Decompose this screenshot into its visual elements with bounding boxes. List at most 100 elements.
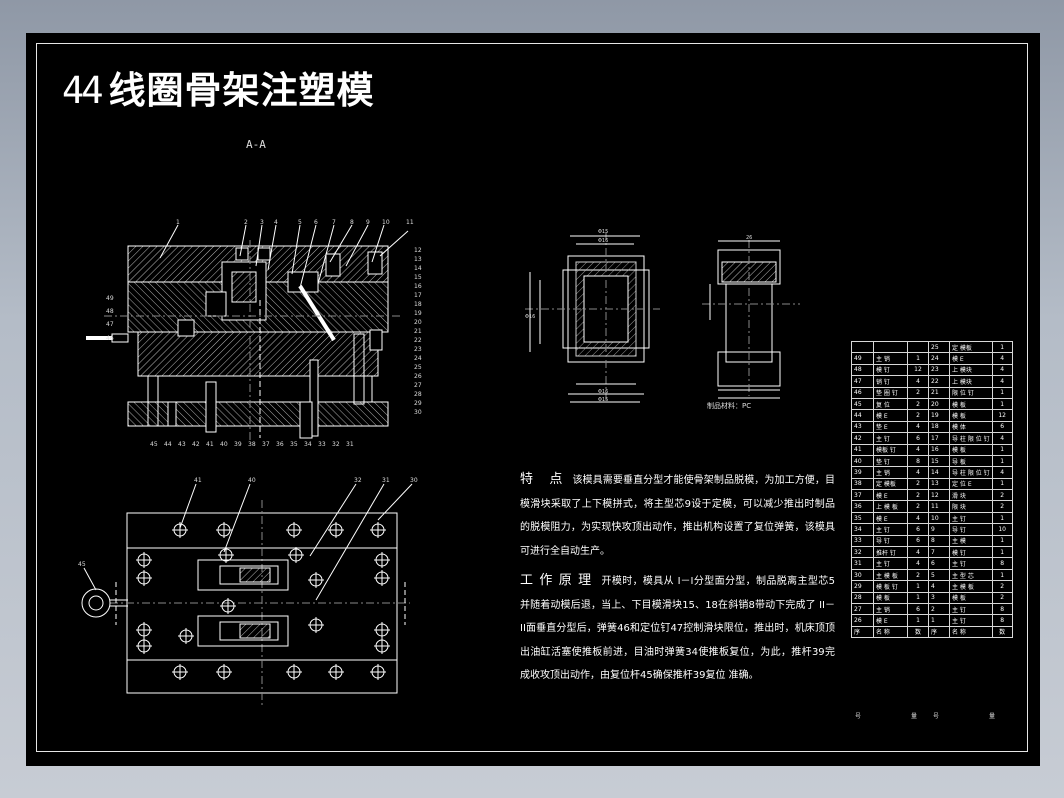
bom-cell: 模 板	[949, 397, 993, 411]
bom-cell: 主 钉	[873, 557, 908, 570]
bom-cell: 限 位 钉	[949, 386, 993, 399]
callout-right: 27	[414, 382, 422, 389]
dim-side: Φ16	[525, 314, 535, 320]
callout-right: 22	[414, 337, 422, 344]
bom-cell: 1	[928, 614, 950, 627]
bom-cell: 48	[851, 363, 874, 377]
bom-cell: 1	[991, 511, 1013, 525]
bom-cell: 1	[907, 614, 929, 627]
bom-cell: 23	[928, 363, 950, 377]
part-material: 制品材料：PC	[707, 402, 752, 410]
callout-bottom: 32	[332, 441, 340, 448]
bom-cell: 17	[928, 432, 950, 445]
bom-cell: 13	[928, 477, 950, 491]
part-front-view	[525, 232, 660, 403]
bom-cell: 主 销	[873, 602, 908, 616]
callout-right: 13	[414, 256, 422, 263]
bom-cell: 上 模块	[949, 375, 993, 388]
callout-top: 4	[274, 219, 278, 226]
bom-cell: 4	[907, 546, 929, 559]
bom-cell: 22	[928, 375, 950, 388]
bom-cell: 8	[991, 602, 1013, 616]
bom-cell: 2	[928, 602, 950, 616]
bom-cell: 1	[991, 534, 1013, 548]
bom-cell: 37	[851, 489, 874, 502]
bom-cell: 主 钉	[949, 511, 993, 525]
bom-cell: 36	[851, 500, 874, 513]
plan-holes	[136, 522, 390, 680]
bom-cell: 垫 E	[873, 420, 908, 434]
bom-cell: 32	[851, 546, 874, 559]
title-number: 44	[62, 69, 104, 112]
bom-cell: 4	[928, 580, 950, 593]
design-notes: 特 点该模具需要垂直分型才能使骨架制品脱模，为加工方便，目模滑块采取了上下模拼式…	[520, 468, 835, 688]
callout-top: 9	[366, 219, 370, 226]
bom-cell: 主 钉	[873, 432, 908, 445]
callout-bottom: 46	[106, 335, 114, 342]
bom-cell: 4	[907, 557, 929, 570]
features-text: 该模具需要垂直分型才能使骨架制品脱模，为加工方便，目模滑块采取了上下模拼式，将主…	[520, 475, 836, 557]
callout-right: 23	[414, 346, 422, 353]
plan-callout-left: 45	[78, 561, 86, 568]
bom-cell: 10	[991, 523, 1013, 536]
bom-cell: 定 模板	[949, 340, 993, 354]
callout-bottom: 37	[262, 441, 270, 448]
part-dimensions: Φ15 Φ16 Φ16 26 Φ16 Φ15	[525, 229, 752, 403]
bom-cell: 序	[851, 625, 874, 639]
bom-cell: 导 柱 限 位 钉	[949, 432, 993, 445]
bom-cell: 6	[907, 432, 929, 445]
callout-right: 12	[414, 247, 422, 254]
bom-cell: 11	[928, 500, 950, 513]
callout-right: 19	[414, 310, 422, 317]
bom-cell: 34	[851, 523, 874, 536]
bom-cell: 4	[991, 375, 1013, 388]
bom-cell: 5	[928, 568, 950, 582]
bom-cell: 模 钉	[873, 363, 908, 377]
bom-cell: 2	[907, 489, 929, 502]
bom-cell: 推杆 钉	[873, 546, 908, 559]
bom-cell: 导 钉	[873, 534, 908, 548]
plan-callout-top: 30	[410, 477, 418, 484]
callout-bottom: 35	[290, 441, 298, 448]
bom-cell: 42	[851, 432, 874, 445]
bom-cell: 3	[928, 591, 950, 605]
bom-cell: 4	[991, 363, 1013, 377]
bom-cell: 复 位	[873, 397, 908, 411]
callout-bottom: 40	[220, 441, 228, 448]
bom-cell: 1	[991, 568, 1013, 582]
callout-bottom: 31	[346, 441, 354, 448]
bom-cell: 2	[991, 591, 1013, 605]
bom-footer-label: 号	[933, 713, 940, 720]
plan-callout-top: 41	[194, 477, 202, 484]
bom-cell: 2	[991, 489, 1013, 502]
bom-cell: 4	[907, 375, 929, 388]
bom-cell: 模 板	[949, 409, 993, 422]
bom-cell: 6	[928, 557, 950, 570]
plan-view	[81, 483, 413, 705]
bom-cell: 29	[851, 580, 874, 593]
callout-bottom: 43	[178, 441, 186, 448]
callout-right: 18	[414, 301, 422, 308]
bom-cell: 16	[928, 443, 950, 456]
bom-cell: 序	[928, 625, 950, 639]
bom-cell: 滑 块	[949, 489, 993, 502]
bom-cell: 1	[991, 546, 1013, 559]
bom-cell: 43	[851, 420, 874, 434]
bom-cell: 27	[851, 602, 874, 616]
part-side-view	[702, 240, 800, 399]
callout-bottom: 44	[164, 441, 172, 448]
callout-right: 20	[414, 319, 422, 326]
bom-cell: 46	[851, 386, 874, 399]
bom-cell: 模 板	[949, 443, 993, 456]
dim-bottom1: Φ16	[598, 389, 608, 395]
bom-cell: 上 模块	[949, 363, 993, 377]
bom-cell: 名 称	[949, 625, 993, 639]
